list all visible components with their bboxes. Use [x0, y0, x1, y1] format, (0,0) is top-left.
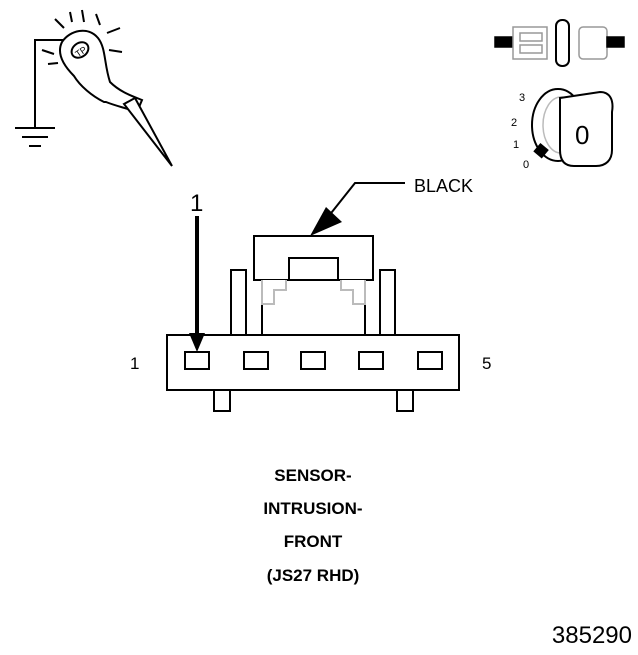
ignition-position-3: 3	[519, 92, 525, 104]
caption-line-2: INTRUSION-	[263, 499, 362, 518]
test-probe-icon: TP	[15, 9, 173, 167]
caption-line-1: SENSOR-	[274, 466, 351, 485]
pin-cavity-2	[243, 351, 269, 370]
ignition-key-label: 0	[575, 120, 589, 150]
pin-cavity-1	[184, 351, 210, 370]
figure-number: 385290	[552, 622, 632, 649]
wire-color-label: BLACK	[414, 176, 473, 196]
pin-callout-label: 1	[190, 190, 203, 217]
pin-cavity-4	[358, 351, 384, 370]
pin-callout-arrow	[189, 216, 205, 352]
ignition-position-2: 2	[511, 117, 517, 129]
pin-right-label: 5	[482, 354, 491, 373]
ignition-position-0: 0	[523, 159, 529, 171]
caption-line-4: (JS27 RHD)	[267, 566, 360, 585]
ignition-position-1: 1	[513, 139, 519, 151]
pin-left-label: 1	[130, 354, 139, 373]
pin-cavity-3	[300, 351, 326, 370]
ignition-switch-icon: 3 2 1 0 0	[511, 88, 614, 171]
pin-cavity-5	[417, 351, 443, 370]
caption-line-3: FRONT	[284, 532, 343, 551]
disconnected-connector-icon	[494, 19, 625, 67]
connector-outline	[166, 235, 460, 412]
wire-color-leader	[310, 182, 405, 236]
pin-cavities	[184, 351, 443, 370]
